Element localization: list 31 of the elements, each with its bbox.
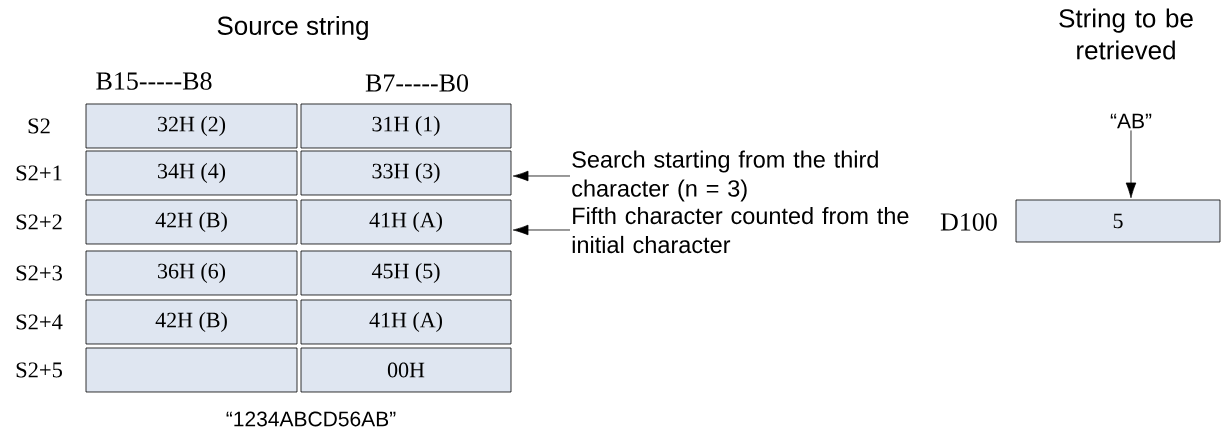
memory-cell: 41H (A) bbox=[300, 199, 512, 245]
heading: Source string bbox=[217, 15, 368, 41]
memory-cell: 5 bbox=[1015, 199, 1221, 243]
empty-cell bbox=[85, 347, 298, 393]
row-label: S2+1 bbox=[16, 165, 62, 181]
memory-cell: 42H (B) bbox=[85, 199, 298, 245]
memory-cell: 34H (4) bbox=[85, 150, 298, 196]
row-label: S2 bbox=[28, 118, 50, 134]
arrow bbox=[1125, 130, 1137, 199]
memory-cell: 31H (1) bbox=[300, 103, 512, 149]
annotation-text: Search starting from the third character (n = 3) bbox=[572, 150, 878, 202]
row-label: S2+2 bbox=[16, 214, 62, 230]
string-label: “AB” bbox=[1110, 113, 1152, 129]
memory-cell: 33H (3) bbox=[300, 150, 512, 196]
arrow bbox=[512, 224, 571, 236]
row-label: S2+5 bbox=[16, 362, 62, 378]
memory-cell: 45H (5) bbox=[300, 250, 512, 296]
memory-cell: 41H (A) bbox=[300, 299, 512, 345]
memory-cell: 42H (B) bbox=[85, 299, 298, 345]
arrow bbox=[512, 170, 571, 182]
bit-range-label: B7-----B0 bbox=[365, 74, 468, 92]
heading: String to be retrieved bbox=[1059, 8, 1193, 60]
annotation-text: Fifth character counted from the initial character bbox=[572, 206, 909, 254]
memory-cell: 00H bbox=[300, 347, 512, 393]
memory-cell: 36H (6) bbox=[85, 250, 298, 296]
bit-range-label: B15-----B8 bbox=[96, 72, 212, 90]
memory-cell: 32H (2) bbox=[85, 103, 298, 149]
row-label: S2+3 bbox=[16, 265, 62, 281]
register-label: D100 bbox=[940, 213, 997, 231]
row-label: S2+4 bbox=[16, 314, 63, 330]
source-string-text: “1234ABCD56AB” bbox=[226, 411, 396, 427]
